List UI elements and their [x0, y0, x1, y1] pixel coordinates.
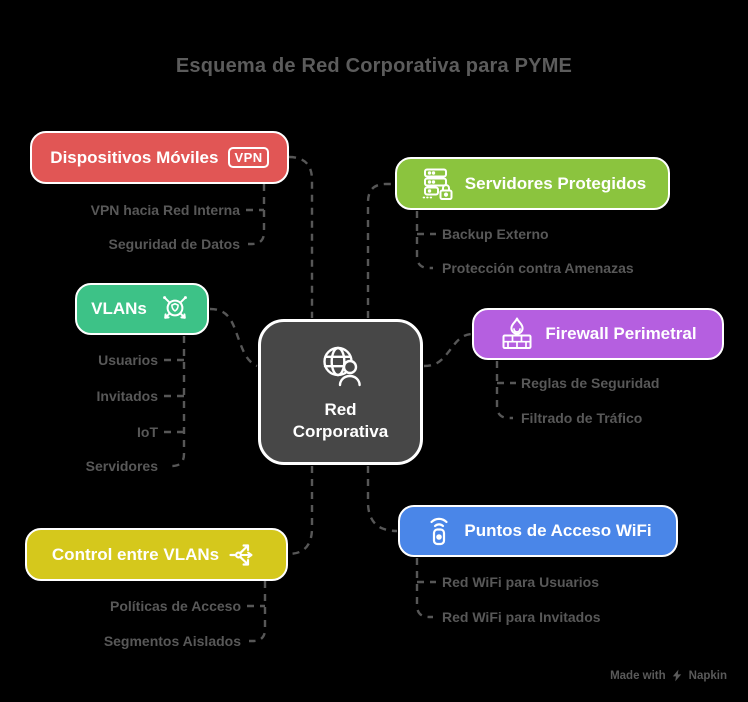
sublabel-proteccion-contra-amenazas: Protección contra Amenazas — [442, 260, 634, 276]
node-red-corporativa-line2: Corporativa — [292, 422, 389, 441]
node-dispositivos-moviles-label: Dispositivos Móviles — [50, 147, 219, 167]
node-red-corporativa-line1: Red — [324, 399, 357, 419]
connector-servers-items — [415, 211, 433, 270]
sublabel-seguridad-de-datos: Seguridad de Datos — [108, 236, 240, 252]
sublabel-vpn-hacia-red-interna: VPN hacia Red Interna — [90, 202, 240, 218]
node-control-entre-vlans-label: Control entre VLANs — [51, 544, 220, 564]
firewall-flame-icon — [502, 317, 532, 349]
connector-mobile-center — [288, 155, 314, 318]
node-control-entre-vlans: Control entre VLANs — [25, 528, 288, 581]
sublabel-reglas-de-seguridad: Reglas de Seguridad — [521, 375, 660, 391]
sublabel-segmentos-aislados: Segmentos Aislados — [103, 633, 241, 649]
node-puntos-de-acceso-wifi: Puntos de Acceso WiFi — [398, 505, 678, 557]
share-nodes-icon — [229, 543, 253, 566]
sublabel-politicas-de-acceso: Políticas de Acceso — [110, 598, 241, 614]
connector-mobile-items — [248, 184, 266, 246]
connector-vlans-items — [168, 336, 186, 468]
connector-center-wifi — [366, 466, 398, 533]
vpn-badge-icon: VPN — [228, 146, 269, 169]
napkin-logo-icon — [672, 669, 681, 682]
diagram-title: Esquema de Red Corporativa para PYME — [175, 55, 573, 77]
sublabel-servidores: Servidores — [85, 458, 158, 474]
connector-firewall-items — [495, 361, 513, 420]
connector-center-firewall — [423, 332, 472, 368]
node-firewall-perimetral: Firewall Perimetral — [472, 308, 724, 360]
node-red-corporativa: Red Corporativa — [258, 319, 423, 465]
sublabel-invitados: Invitados — [96, 388, 158, 404]
network-arrows-icon — [162, 296, 187, 319]
brand-label: Napkin — [688, 669, 727, 682]
connector-vlans-center — [209, 307, 258, 368]
connector-center-vlan-control — [287, 466, 314, 556]
made-with-label: Made with — [610, 669, 666, 682]
connector-vlan-control-items — [249, 581, 267, 643]
sublabel-filtrado-de-trafico: Filtrado de Tráfico — [521, 410, 643, 426]
node-servidores-protegidos: Servidores Protegidos — [395, 157, 670, 210]
node-vlans: VLANs — [75, 283, 209, 335]
server-lock-icon — [422, 168, 453, 200]
sublabel-usuarios: Usuarios — [98, 352, 158, 368]
napkin-attribution: Made with Napkin — [610, 669, 727, 682]
sublabel-iot: IoT — [137, 424, 158, 440]
globe-user-icon — [322, 346, 361, 386]
sublabel-red-wifi-para-usuarios: Red WiFi para Usuarios — [442, 574, 600, 590]
connector-wifi-items — [415, 558, 433, 619]
connector-center-servers — [366, 182, 394, 318]
sublabel-red-wifi-para-invitados: Red WiFi para Invitados — [442, 609, 601, 625]
wifi-access-point-icon — [430, 517, 448, 546]
node-servidores-protegidos-label: Servidores Protegidos — [464, 173, 647, 193]
node-puntos-de-acceso-wifi-label: Puntos de Acceso WiFi — [464, 521, 652, 540]
node-dispositivos-moviles: Dispositivos Móviles VPN — [30, 131, 289, 184]
sublabel-backup-externo: Backup Externo — [442, 226, 549, 242]
node-vlans-label: VLANs — [91, 299, 147, 318]
node-firewall-perimetral-label: Firewall Perimetral — [545, 324, 697, 343]
